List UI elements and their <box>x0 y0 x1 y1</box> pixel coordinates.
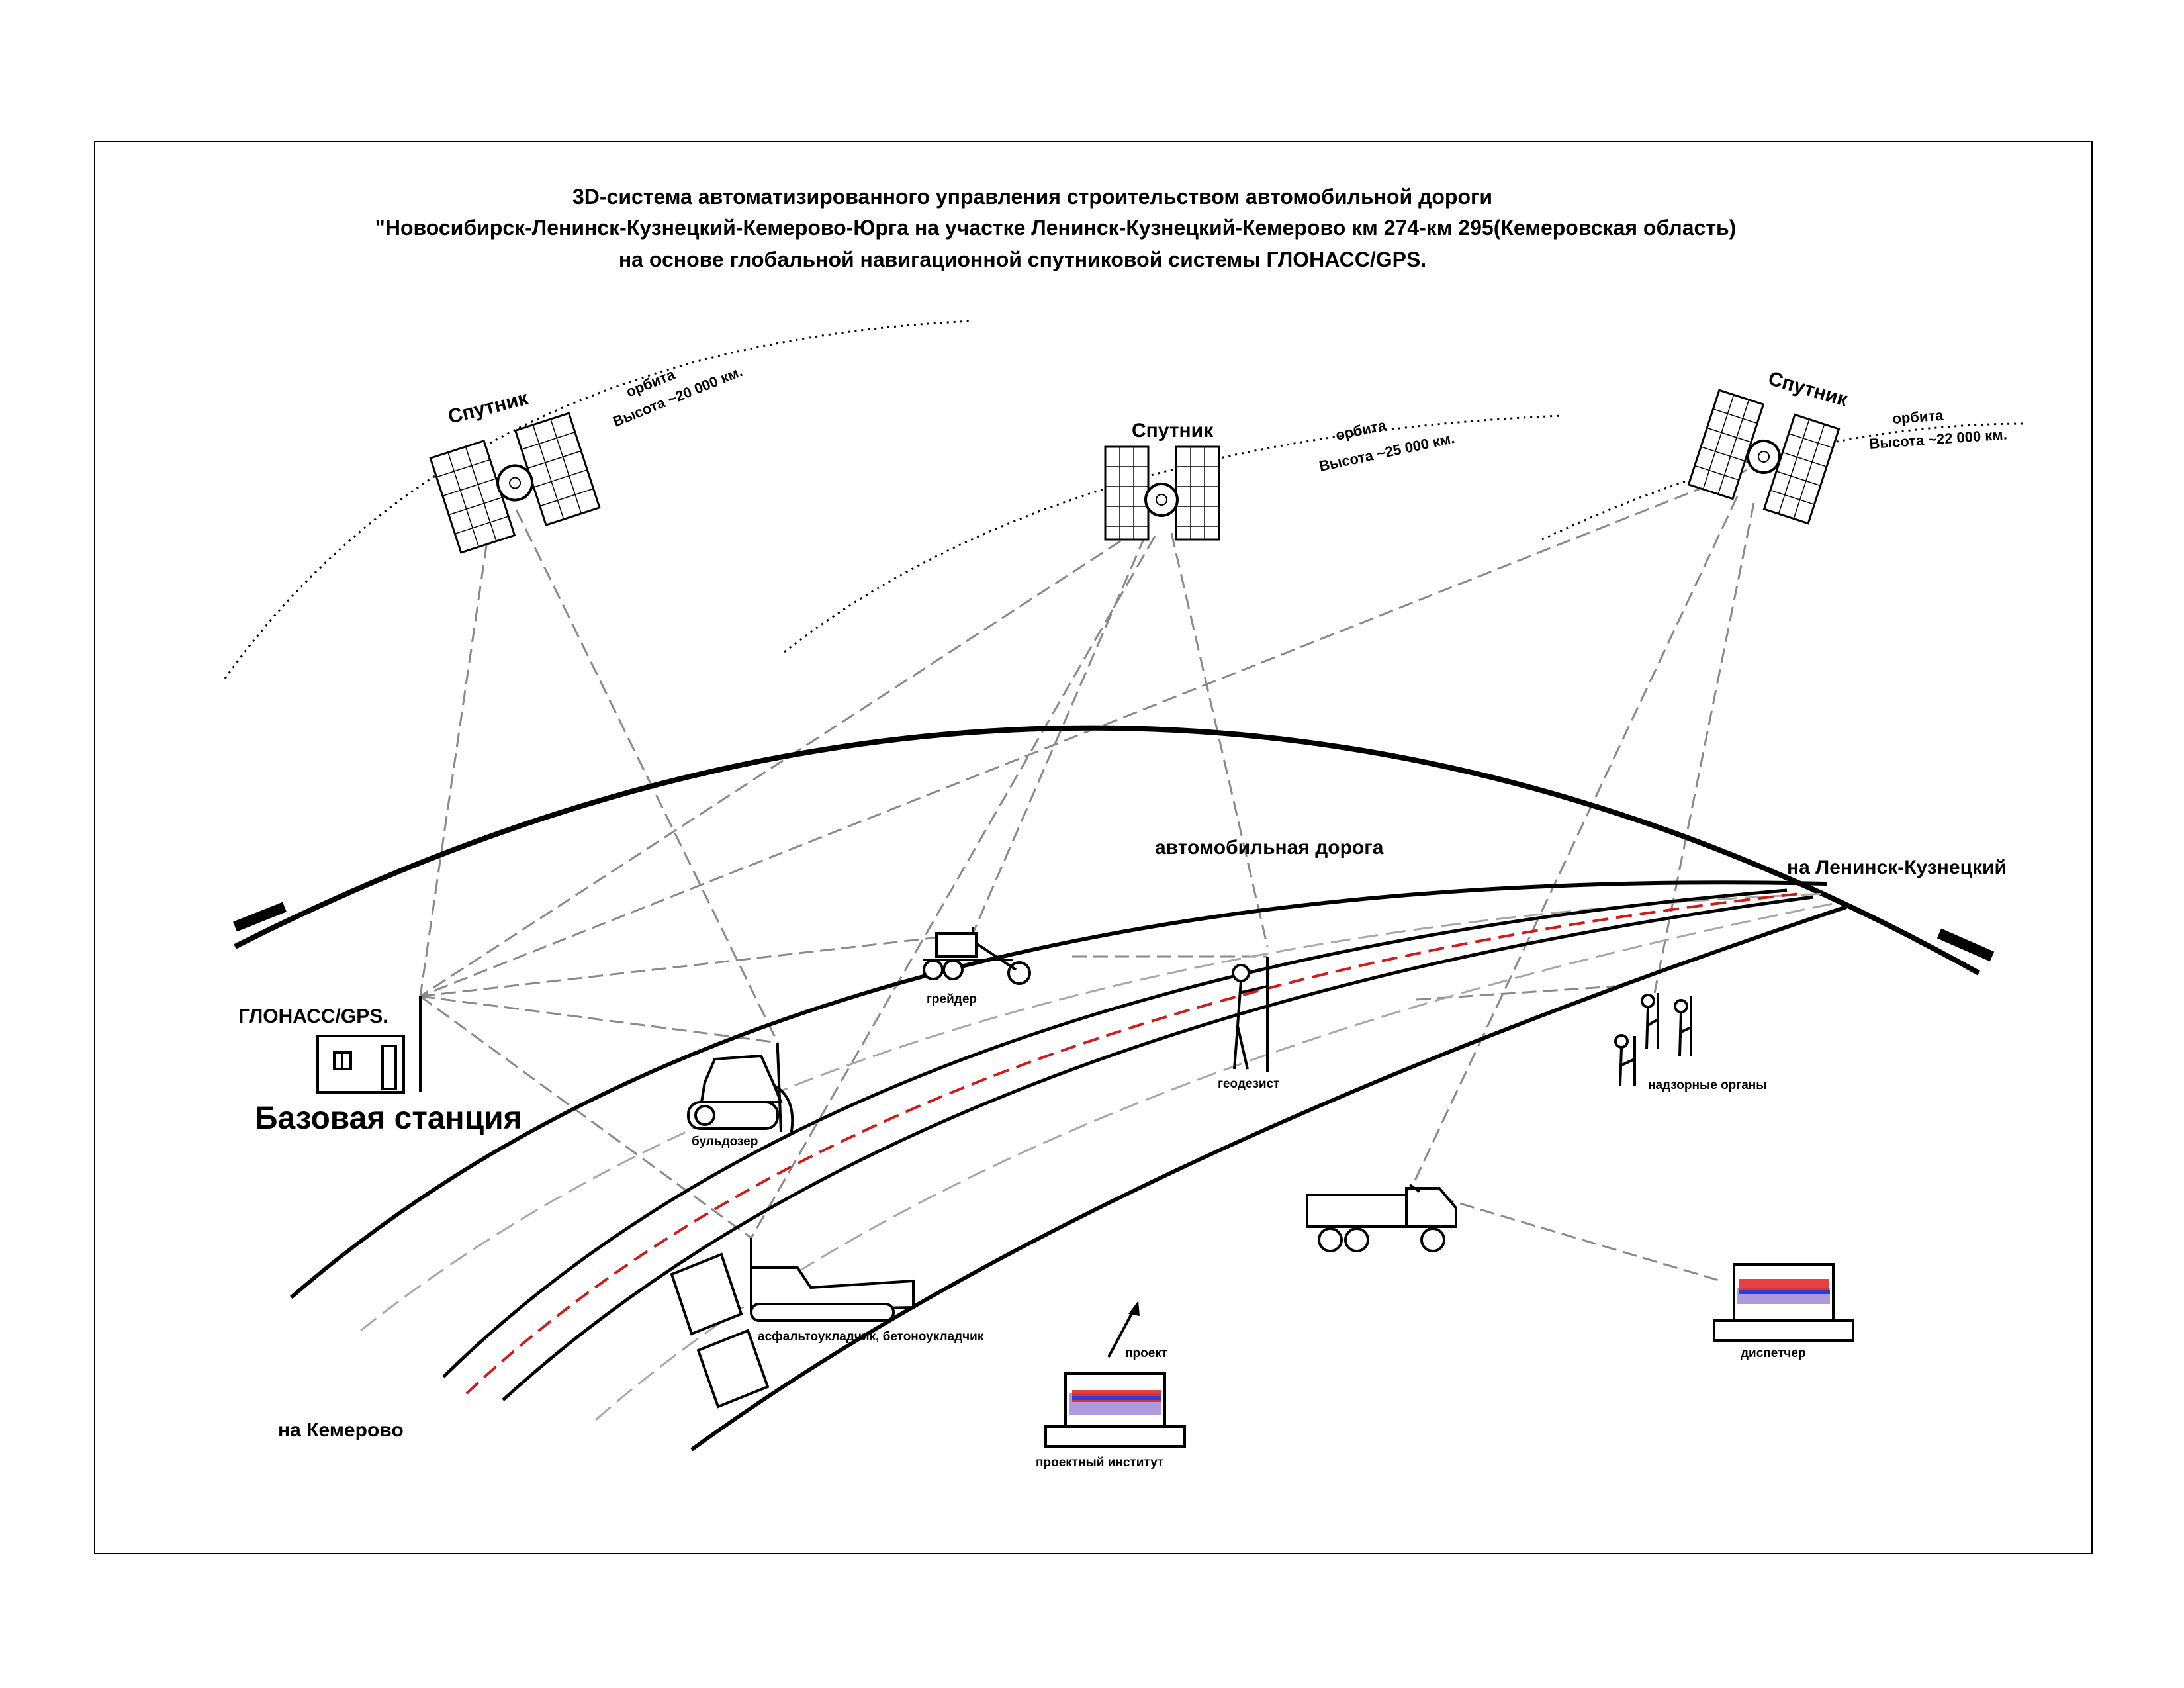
surveyor-head <box>1232 964 1250 982</box>
drawing-frame <box>94 141 2093 1554</box>
signal-line <box>420 469 1748 998</box>
solar-panel <box>1175 445 1220 541</box>
truck-body <box>1306 1194 1408 1228</box>
satellite-3-orbit-label: орбита <box>1892 407 1944 427</box>
design-institute-computer <box>1044 1301 1186 1448</box>
surveyor <box>1232 957 1269 1072</box>
inspectors-label: надзорные органы <box>1648 1078 1766 1092</box>
signal-line <box>419 522 491 997</box>
satellite-body <box>496 464 534 502</box>
signal-line <box>1419 1190 1721 1282</box>
base-station <box>316 996 422 1094</box>
paver-label: асфальтоукладчик, бетоноукладчик <box>758 1330 984 1344</box>
satellite-1-label: Спутник <box>446 387 531 428</box>
solar-panel <box>1104 445 1150 541</box>
satellite-2 <box>1104 445 1220 541</box>
solar-panel <box>1762 413 1841 525</box>
signal-line <box>1408 496 1739 1192</box>
satellite-1 <box>429 412 601 554</box>
dispatcher-label: диспетчер <box>1741 1346 1806 1360</box>
surveyor-label: геодезист <box>1218 1077 1279 1091</box>
truck-cab <box>1405 1187 1457 1228</box>
bulldozer <box>687 1043 794 1136</box>
road-edge-outer <box>290 880 1827 1299</box>
signal-line <box>420 995 752 1239</box>
satellite-3 <box>1687 389 1841 525</box>
title-line-2: "Новосибирск-Ленинск-Кузнецкий-Кемерово-… <box>375 216 1737 240</box>
satellite-2-label: Спутник <box>1132 420 1214 442</box>
project-label: проект <box>1125 1346 1167 1360</box>
paver <box>670 1238 915 1409</box>
base-station-door <box>381 1045 397 1090</box>
road-label: автомобильная дорога <box>1155 837 1384 859</box>
solar-panel <box>514 412 601 527</box>
signal-lines <box>419 469 1755 1282</box>
satellite-body <box>1144 483 1179 517</box>
hatch-mark-left <box>233 902 287 932</box>
keyboard <box>1044 1425 1186 1448</box>
orbit-1 <box>224 320 974 679</box>
satellite-3-label: Спутник <box>1766 367 1850 411</box>
signal-line <box>420 932 974 998</box>
upload-arrow-icon <box>1107 1307 1136 1358</box>
direction-north-label: на Ленинск-Кузнецкий <box>1787 857 2007 878</box>
road-lane-line <box>502 895 1814 1401</box>
satellite-body <box>1747 440 1781 474</box>
bulldozer-label: бульдозер <box>692 1135 758 1149</box>
bulldozer-cab <box>700 1054 783 1103</box>
signal-line <box>1653 502 1755 994</box>
signal-line <box>420 528 1139 998</box>
title-line-1: 3D-система автоматизированного управлени… <box>572 185 1492 209</box>
satellite-2-orbit-label: орбита <box>1334 416 1388 444</box>
inspectors <box>1614 993 1692 1086</box>
keyboard <box>1713 1319 1854 1342</box>
road-edge-inner <box>690 905 1847 1452</box>
signal-line <box>1170 532 1269 947</box>
orbit-2 <box>784 414 1563 653</box>
satellite-3-altitude: Высота ~22 000 км. <box>1869 426 2008 451</box>
paver-plate <box>696 1329 770 1409</box>
direction-south-label: на Кемерово <box>278 1419 404 1441</box>
signal-line <box>750 536 1156 1239</box>
design-institute-label: проектный институт <box>1036 1456 1163 1470</box>
hatch-mark-right <box>1936 928 1995 962</box>
grader-label: грейдер <box>927 992 977 1006</box>
title-block: 3D-система автоматизированного управлени… <box>375 185 1737 271</box>
road-lane-line <box>442 888 1788 1378</box>
antenna-label: ГЛОНАСС/GPS. <box>238 1006 388 1027</box>
monitor-screen-red <box>1739 1279 1829 1293</box>
solar-panel <box>429 440 516 554</box>
road <box>290 880 1847 1452</box>
signal-line <box>515 509 779 1043</box>
road-centerline <box>465 892 1801 1395</box>
signal-line <box>972 536 1146 934</box>
base-station-label: Базовая станция <box>255 1101 522 1136</box>
grader <box>923 927 1031 985</box>
road-guide-line <box>360 892 1827 1332</box>
title-line-3: на основе глобальной навигационной спутн… <box>619 248 1426 271</box>
signal-line <box>420 995 778 1044</box>
dispatcher-computer <box>1713 1263 1854 1342</box>
paver-plate <box>670 1252 743 1336</box>
earth-horizon <box>234 725 1980 976</box>
road-guide-line <box>595 902 1834 1421</box>
truck <box>1306 1184 1457 1252</box>
grader-cab <box>935 932 978 958</box>
paver-track <box>750 1303 895 1322</box>
